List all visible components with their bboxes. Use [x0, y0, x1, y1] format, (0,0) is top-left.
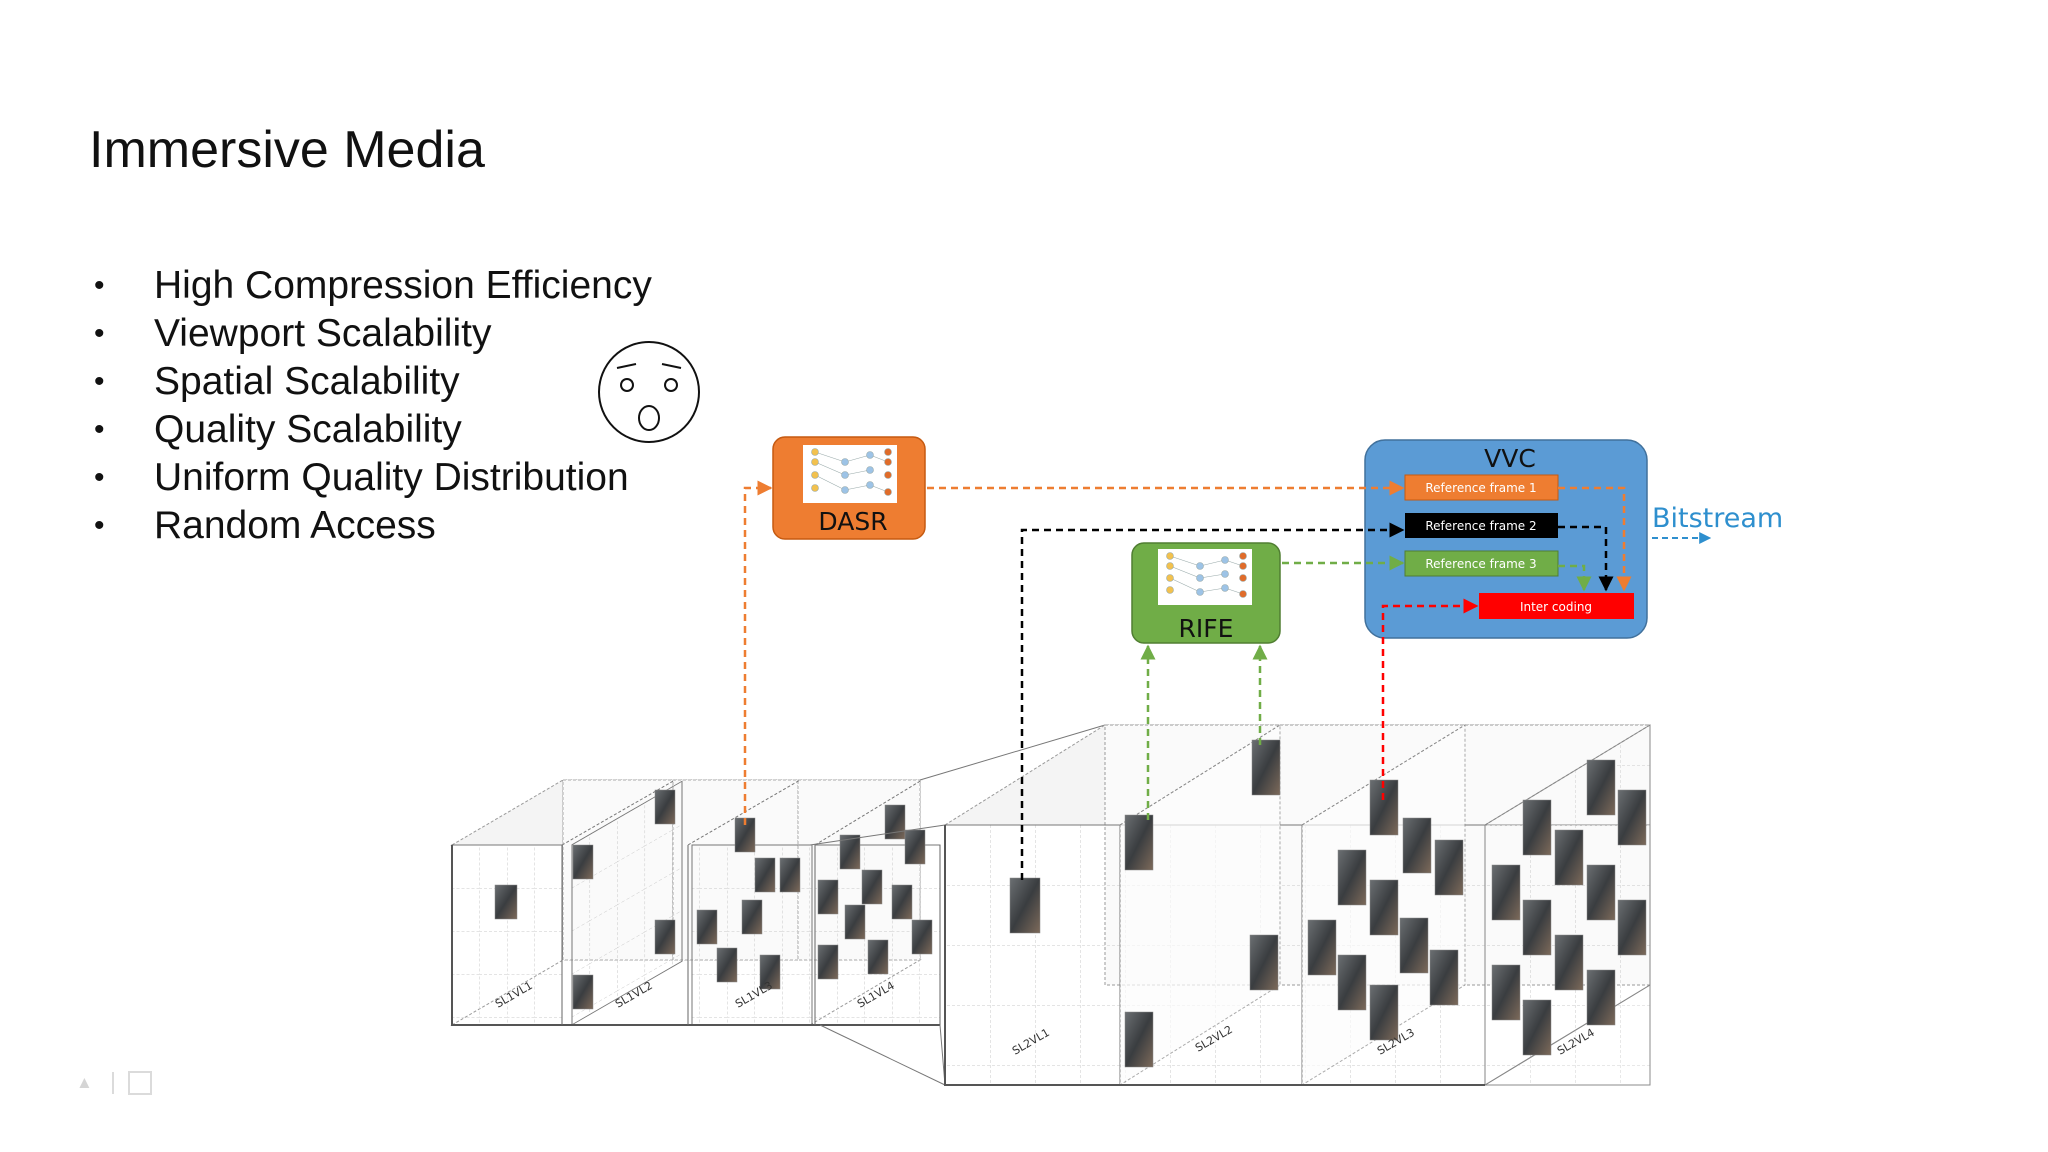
feature-item: High Compression Efficiency: [90, 262, 652, 310]
sl1-tiles: [494, 789, 933, 1010]
reference-frame-1: Reference frame 1: [1425, 481, 1536, 495]
red-arrow-to-inter: [1381, 598, 1479, 800]
rife-label: RIFE: [1179, 614, 1234, 643]
sl2-tiles: [1009, 739, 1647, 1068]
reference-frame-2: Reference frame 2: [1425, 519, 1536, 533]
feature-item: Spatial Scalability: [90, 358, 652, 406]
vvc-label: VVC: [1484, 444, 1536, 473]
university-mark-icon: [127, 1071, 152, 1095]
footer-logos: ▲: [76, 1068, 152, 1098]
university-logo: [127, 1071, 152, 1095]
logo-divider: [111, 1072, 114, 1094]
vvc-box: VVC Reference frame 1 Reference frame 2 …: [1364, 439, 1648, 639]
astonished-face-icon: [598, 341, 700, 443]
feature-item: Random Access: [90, 502, 652, 550]
orange-arrow-to-inter: [1558, 486, 1632, 592]
sl1-vl2-panel: [571, 780, 683, 1026]
feature-item: Quality Scalability: [90, 406, 652, 454]
sl1-panel-group: SL1VL1 SL1VL2 SL1VL3 SL1VL4: [450, 779, 941, 1026]
dasr-label: DASR: [818, 507, 887, 536]
feature-list: High Compression Efficiency Viewport Sca…: [90, 262, 652, 550]
black-arrow-to-inter: [1558, 525, 1614, 592]
neural-network-icon: [811, 448, 892, 496]
orange-arrow-to-dasr: [743, 480, 773, 825]
black-arrow-to-ref2: [1020, 522, 1405, 880]
green-arrow-to-inter: [1558, 564, 1592, 592]
sl1-vl1-panel: [451, 844, 563, 1026]
reference-frame-3: Reference frame 3: [1425, 557, 1536, 571]
dasr-box: DASR: [772, 436, 926, 540]
sl2-vl1-panel: [944, 824, 1121, 1086]
neural-network-icon: [1166, 552, 1247, 598]
athena-mark-icon: ▲: [76, 1073, 98, 1092]
feature-item: Uniform Quality Distribution: [90, 454, 652, 502]
sl2-panel-group: SL2VL1 SL2VL2 SL2VL3 SL2VL4: [809, 724, 1652, 1086]
inter-coding-block: Inter coding: [1520, 600, 1592, 614]
slide-title: Immersive Media: [89, 121, 485, 179]
bitstream-label: Bitstream: [1652, 503, 1783, 534]
rife-box: RIFE: [1131, 542, 1281, 644]
athena-logo: ▲: [76, 1073, 98, 1093]
feature-item: Viewport Scalability: [90, 310, 652, 358]
